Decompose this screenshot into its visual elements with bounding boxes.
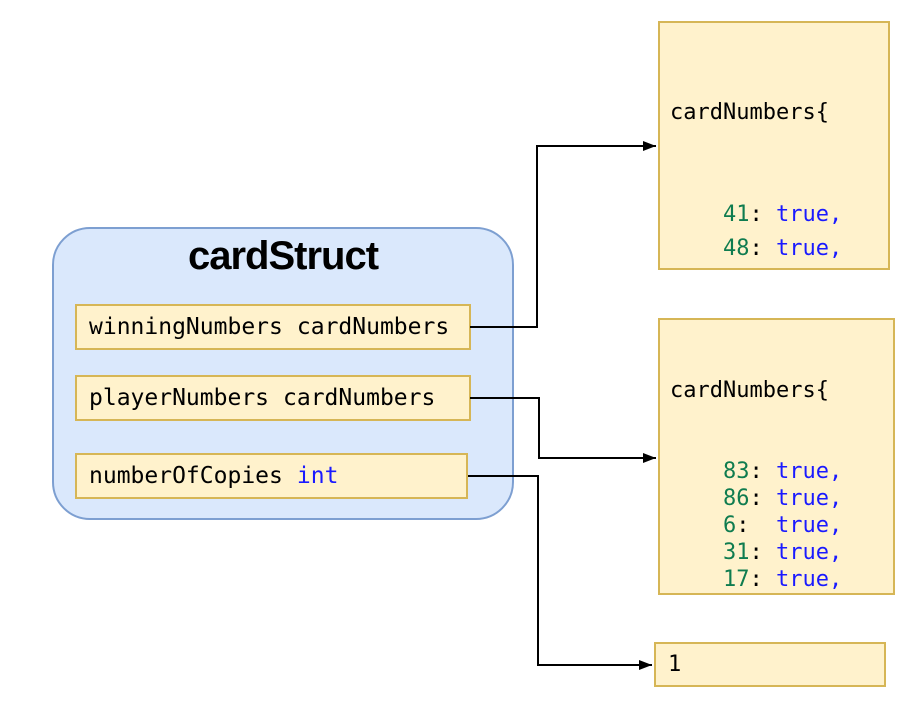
map-entry: 48: true, <box>722 236 843 261</box>
entry-value: true, <box>776 594 842 595</box>
entry-value: true, <box>775 202 843 227</box>
map-header: cardNumbers{ <box>670 378 829 403</box>
field-type: cardNumbers <box>296 314 450 340</box>
field-name: playerNumbers <box>89 385 270 411</box>
value-box-winning-numbers: cardNumbers{ 41: true, 48: true, 83: tru… <box>658 21 890 270</box>
field-row-winning-numbers: winningNumbers cardNumbers <box>75 304 471 350</box>
entry-value: true, <box>775 513 843 538</box>
field-row-number-of-copies: numberOfCopies int <box>75 453 468 499</box>
map-entry: 83: true, <box>722 459 843 484</box>
entry-value: true, <box>775 486 843 511</box>
entry-value: true, <box>775 236 843 261</box>
entry-value: true, <box>775 540 843 565</box>
entry-value: true, <box>775 459 843 484</box>
map-entry: 41: true, <box>722 202 843 227</box>
entry-key: 17 <box>722 567 750 592</box>
entry-key: 9 <box>723 594 736 595</box>
field-row-player-numbers: playerNumbers cardNumbers <box>75 375 471 421</box>
struct-title: cardStruct <box>187 234 379 278</box>
field-type: int <box>296 463 339 489</box>
value-box-player-numbers: cardNumbers{ 83: true, 86: true, 6: true… <box>658 318 895 595</box>
map-entries: 83: true, 86: true, 6: true, 31: true, 1… <box>670 458 883 595</box>
map-entries: 41: true, 48: true, 83: true, 86: true, … <box>670 198 878 268</box>
entry-value: true, <box>775 567 843 592</box>
field-type: cardNumbers <box>283 385 436 411</box>
entry-key: 31 <box>722 540 750 565</box>
scalar-value: 1 <box>668 652 682 677</box>
entry-key: 86 <box>722 486 750 511</box>
map-entry: 17: true, <box>722 567 843 592</box>
entry-key: 48 <box>722 236 750 261</box>
map-entry: 31: true, <box>722 540 843 565</box>
map-entry: 6: true, <box>722 513 843 538</box>
entry-key: 6 <box>722 513 737 538</box>
field-name: winningNumbers <box>89 314 283 340</box>
value-box-number-of-copies: 1 <box>654 642 886 687</box>
map-entry: 83: true, <box>670 266 878 268</box>
map-entry: 86: true, <box>722 486 843 511</box>
entry-key: 83 <box>722 459 750 484</box>
field-name: numberOfCopies <box>89 463 283 489</box>
map-header: cardNumbers{ <box>670 100 829 125</box>
map-entry: 9: true, <box>670 593 883 595</box>
entry-key: 41 <box>722 202 750 227</box>
